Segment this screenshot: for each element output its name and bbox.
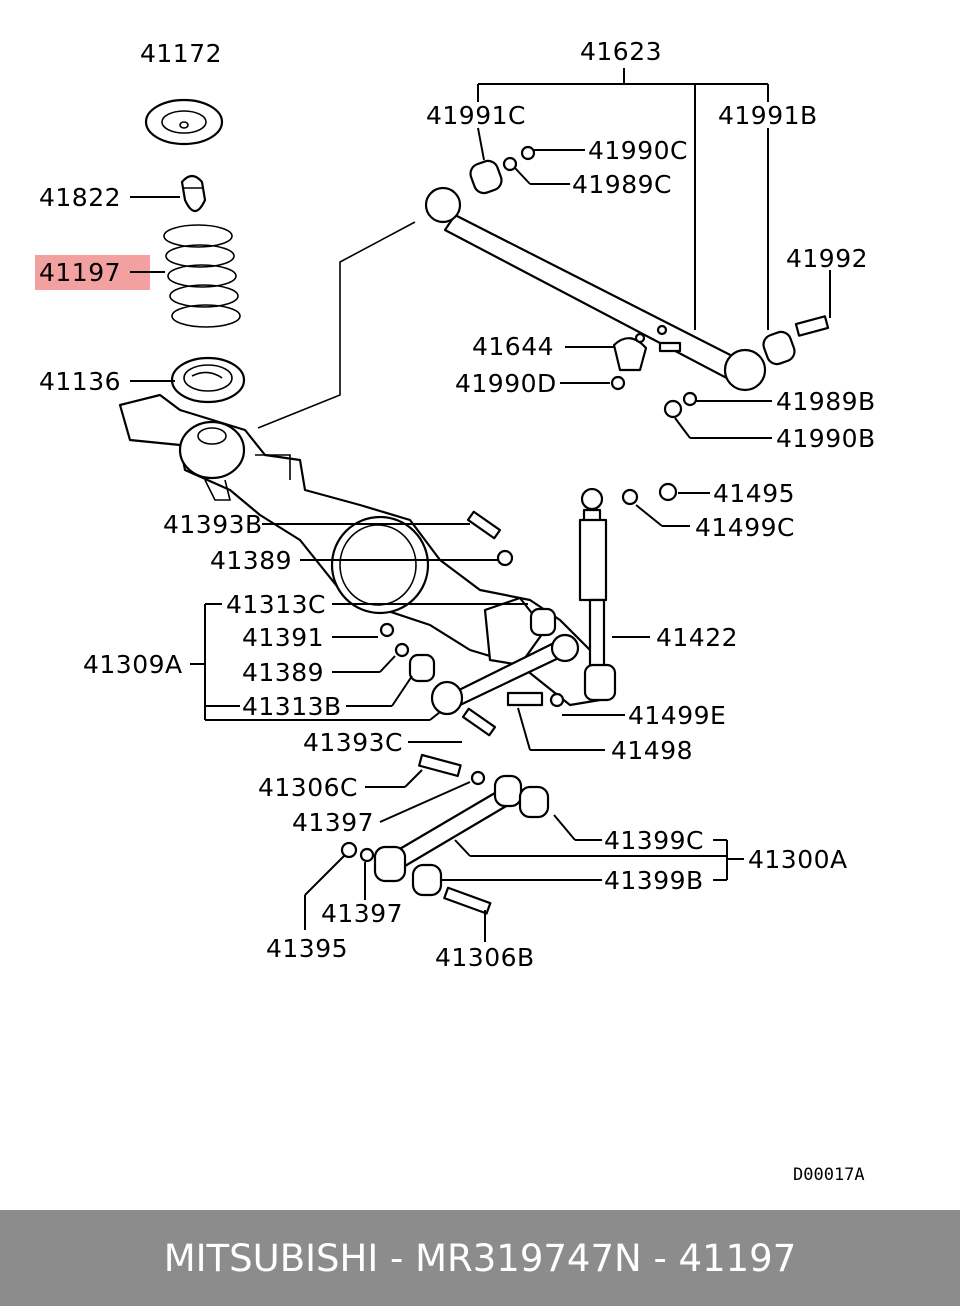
label-41399C: 41399C (604, 826, 704, 855)
label-41393C: 41393C (303, 728, 403, 757)
label-41990C: 41990C (588, 136, 688, 165)
label-41306B: 41306B (435, 943, 535, 972)
label-41197: 41197 (39, 258, 121, 287)
label-41397-b: 41397 (321, 899, 403, 928)
leader-lines (130, 68, 831, 942)
label-41389-b: 41389 (242, 658, 324, 687)
label-41397-a: 41397 (292, 808, 374, 837)
label-41991C: 41991C (426, 101, 526, 130)
footer-brand: MITSUBISHI (163, 1236, 379, 1280)
label-41498: 41498 (611, 736, 693, 765)
label-41313B: 41313B (242, 692, 342, 721)
footer-ref: N - 41197 (614, 1236, 797, 1280)
spring-upper-seat-drawing (144, 98, 224, 146)
label-41389-a: 41389 (210, 546, 292, 575)
label-41313C: 41313C (226, 590, 326, 619)
label-41422: 41422 (656, 623, 738, 652)
label-41989B: 41989B (776, 387, 876, 416)
shock-absorber-drawing (578, 482, 678, 702)
footer-bar: MITSUBISHI - MR319747 N - 41197 (0, 1210, 960, 1306)
lateral-rod-drawing (424, 145, 830, 419)
label-41822: 41822 (39, 183, 121, 212)
label-41499C: 41499C (695, 513, 795, 542)
label-41395: 41395 (266, 934, 348, 963)
label-41300A: 41300A (748, 845, 848, 874)
bump-stopper-drawing (180, 174, 207, 213)
label-41990D: 41990D (455, 369, 557, 398)
label-41992: 41992 (786, 244, 868, 273)
diagram-code: D00017A (793, 1165, 865, 1185)
label-41495: 41495 (713, 479, 795, 508)
label-41989C: 41989C (572, 170, 672, 199)
leader-line-axle (257, 221, 416, 429)
label-41136: 41136 (39, 367, 121, 396)
label-41172: 41172 (140, 39, 222, 68)
label-41399B: 41399B (604, 866, 704, 895)
upper-arm-drawing (379, 510, 580, 737)
axle-housing-drawing (118, 393, 602, 707)
label-41644: 41644 (472, 332, 554, 361)
lower-arm-drawing (340, 753, 550, 915)
label-41306C: 41306C (258, 773, 358, 802)
part-labels: 41172 41822 41197 41136 41623 41991C 419… (39, 37, 876, 1185)
label-41499E: 41499E (628, 701, 726, 730)
parts-diagram: 41172 41822 41197 41136 41623 41991C 419… (35, 37, 876, 1185)
footer-part-number: MR319747 (415, 1236, 614, 1280)
label-41623: 41623 (580, 37, 662, 66)
label-41391: 41391 (242, 623, 324, 652)
label-41991B: 41991B (718, 101, 818, 130)
label-41393B: 41393B (163, 510, 263, 539)
label-41990B: 41990B (776, 424, 876, 453)
coil-spring-drawing (163, 224, 241, 328)
label-41309A: 41309A (83, 650, 183, 679)
spring-lower-seat-drawing (170, 356, 246, 404)
